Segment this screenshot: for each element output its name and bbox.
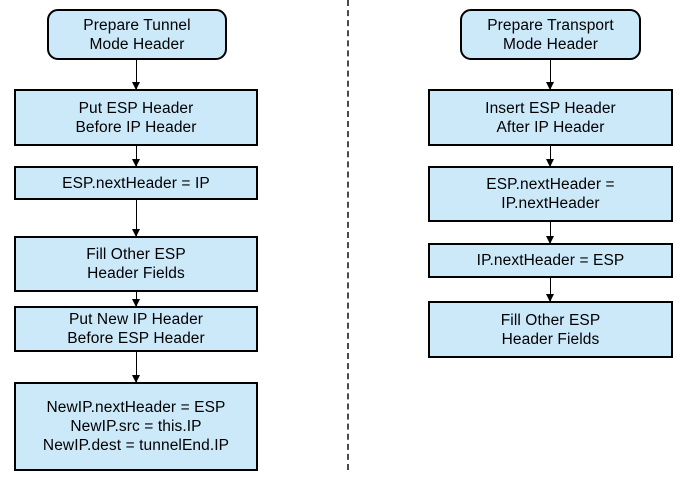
arrow-head [131, 299, 140, 307]
node-transport-step-3[interactable]: IP.nextHeader = ESP [428, 243, 673, 278]
node-tunnel-step-3[interactable]: Fill Other ESP Header Fields [14, 236, 258, 292]
arrow-shaft [550, 60, 551, 89]
node-tunnel-step-4[interactable]: Put New IP Header Before ESP Header [14, 306, 258, 352]
arrow-head [545, 82, 554, 90]
arrow-head [545, 236, 554, 244]
arrow-head [545, 294, 554, 302]
arrow-shaft [550, 222, 551, 243]
node-transport-step-4[interactable]: Fill Other ESP Header Fields [428, 301, 673, 358]
arrow-head [131, 229, 140, 237]
node-tunnel-step-1[interactable]: Put ESP Header Before IP Header [14, 89, 258, 146]
node-tunnel-start[interactable]: Prepare Tunnel Mode Header [47, 9, 227, 60]
node-transport-step-1[interactable]: Insert ESP Header After IP Header [428, 89, 673, 146]
node-tunnel-step-2[interactable]: ESP.nextHeader = IP [14, 166, 258, 200]
arrow-shaft [136, 352, 137, 382]
arrow-shaft [136, 200, 137, 236]
node-tunnel-step-5[interactable]: NewIP.nextHeader = ESP NewIP.src = this.… [14, 382, 258, 471]
arrow-head [131, 159, 140, 167]
column-divider [347, 0, 349, 470]
arrow-head [131, 375, 140, 383]
arrow-shaft [136, 146, 137, 166]
arrow-shaft [550, 146, 551, 166]
node-transport-step-2[interactable]: ESP.nextHeader = IP.nextHeader [428, 166, 673, 222]
node-transport-start[interactable]: Prepare Transport Mode Header [460, 9, 641, 60]
arrow-shaft [550, 278, 551, 301]
arrow-head [545, 159, 554, 167]
arrow-head [131, 82, 140, 90]
arrow-shaft [136, 60, 137, 89]
